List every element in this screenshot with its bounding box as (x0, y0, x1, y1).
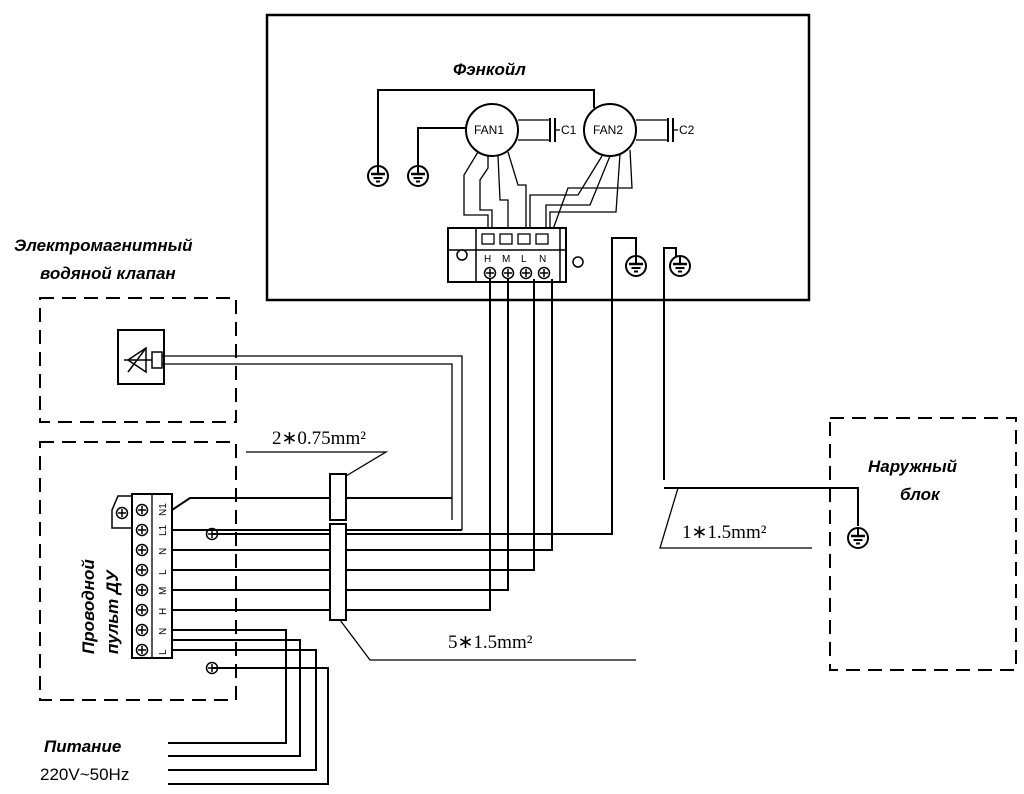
ground-icon (366, 164, 390, 188)
power-title: Питание (44, 737, 121, 756)
fancoil-box (265, 13, 811, 302)
valve-title-1: Электромагнитный (14, 236, 193, 255)
ground-icon (846, 526, 870, 550)
fc-terminal-n: N (539, 254, 546, 265)
outdoor-enclosure (829, 417, 1017, 671)
capacitor-c1 (518, 118, 560, 142)
ground-wire-2 (417, 127, 466, 172)
valve-wire-1 (162, 355, 463, 530)
ground-cable-leader (659, 487, 812, 549)
ground-icon (406, 164, 430, 188)
c1-label: C1 (561, 123, 577, 137)
ctl-terminal-l: L (158, 569, 169, 575)
ground-cable-label: 1∗1.5mm² (682, 522, 767, 543)
chassis-ground-wire (611, 237, 637, 258)
valve-icon (117, 329, 165, 385)
cable-bundle-main (329, 523, 347, 621)
fc-terminal-m: M (502, 254, 510, 265)
capacitor-c2 (636, 118, 678, 142)
controller-title-1: Проводной (79, 559, 98, 654)
ctl-terminal-n1: N1 (158, 503, 169, 516)
valve-cable-leader (246, 451, 389, 477)
ctl-terminal-n2: N (158, 628, 169, 635)
fancoil-title: Фэнкойл (453, 60, 526, 79)
fan1-label: FAN1 (474, 123, 504, 137)
ground-icon (668, 254, 692, 278)
ctl-terminal-n: N (158, 548, 169, 555)
power-wires (168, 629, 329, 785)
c2-label: C2 (679, 123, 695, 137)
fan1-motor (465, 103, 519, 157)
controller-terminal-block: N1 L1 N L M H N L (111, 493, 173, 659)
outdoor-ground-wire (663, 247, 677, 480)
motor-leads (463, 149, 633, 233)
outdoor-title-1: Наружный (868, 457, 958, 476)
outdoor-title-2: блок (900, 485, 941, 504)
valve-enclosure (39, 297, 237, 423)
main-cable-leader (339, 619, 636, 661)
controller-title-2: пульт ДУ (103, 569, 122, 654)
valve-wire-2 (162, 363, 453, 520)
ctl-terminal-h: H (158, 608, 169, 615)
fancoil-terminal-block: H M L N (447, 227, 584, 283)
ctl-terminal-l1: L1 (158, 524, 169, 536)
fan2-label: FAN2 (593, 123, 623, 137)
ctl-terminal-l2: L (158, 649, 169, 655)
fc-terminal-l: L (521, 254, 527, 265)
ground-icon (624, 254, 648, 278)
main-cable-label: 5∗1.5mm² (448, 632, 533, 653)
valve-cable-label: 2∗0.75mm² (272, 428, 366, 449)
controller-enclosure (39, 441, 237, 701)
cable-bundle-valve (329, 473, 347, 521)
fancoil-unit: Фэнкойл FAN1 FAN2 C1 C2 (265, 13, 811, 480)
fc-terminal-h: H (484, 254, 491, 265)
valve-title-2: водяной клапан (40, 264, 176, 283)
ground-wire-1 (377, 89, 595, 172)
controller-wires (171, 258, 613, 611)
outdoor-ground-run (664, 487, 859, 526)
power-spec: 220V~50Hz (40, 765, 129, 784)
ctl-terminal-m: M (158, 587, 169, 595)
